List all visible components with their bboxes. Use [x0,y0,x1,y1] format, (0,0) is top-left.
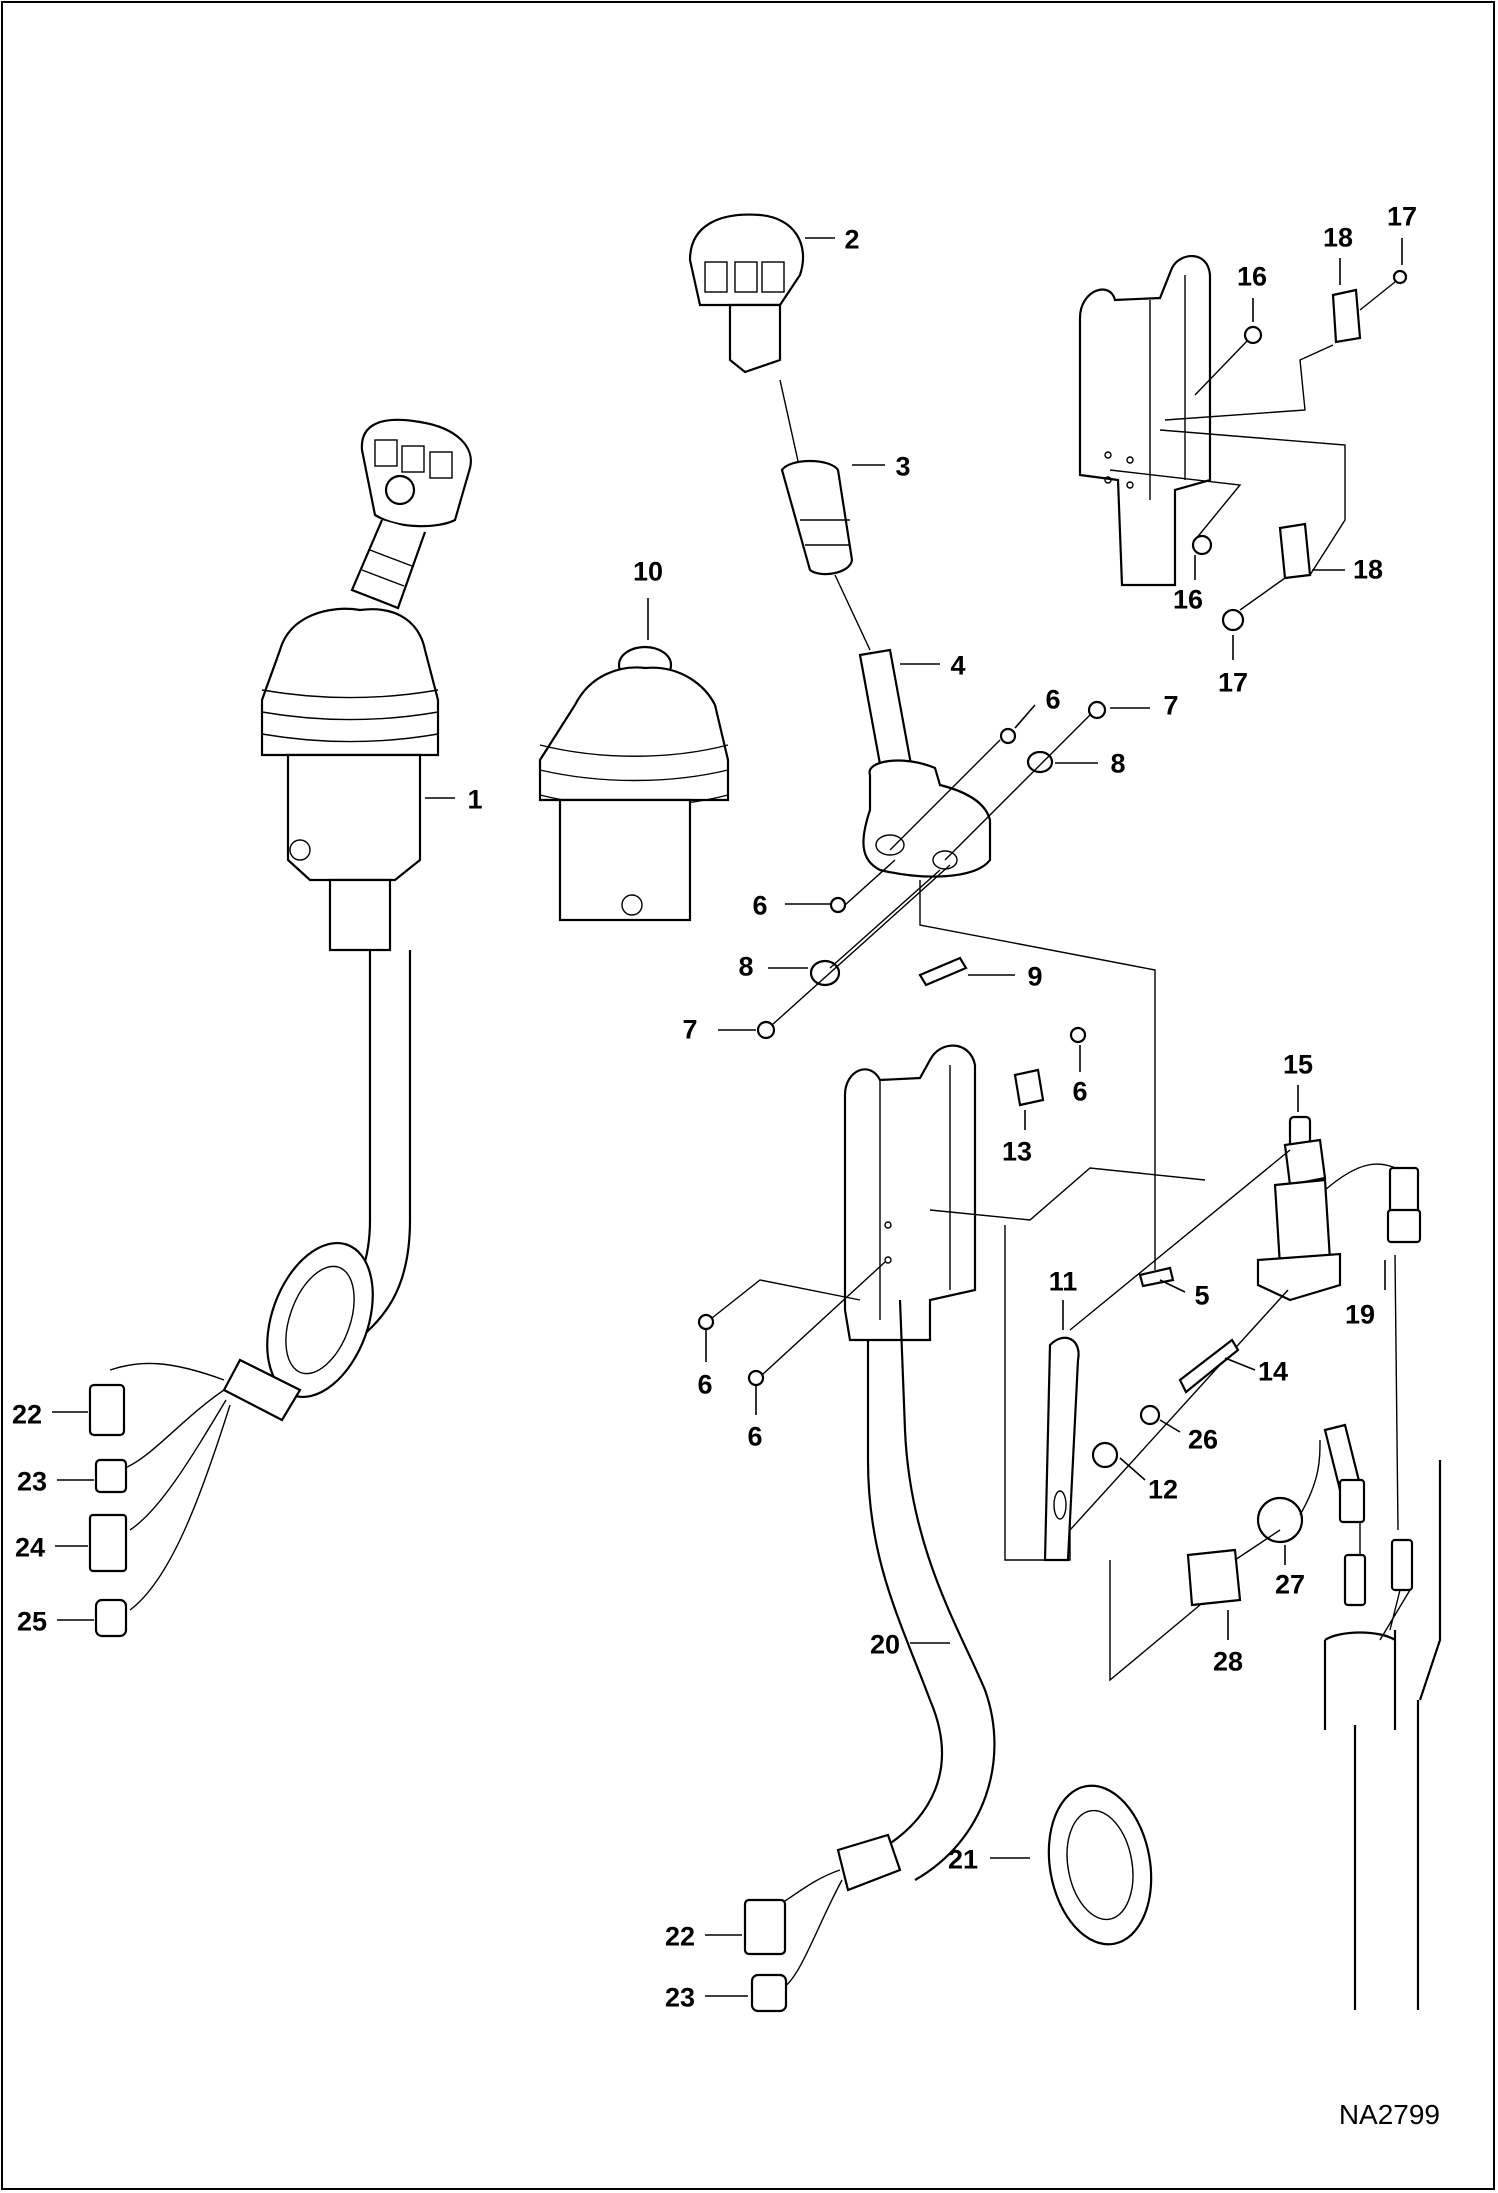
callout-number-3: 3 [895,451,911,482]
callout-number-13: 13 [1001,1136,1033,1167]
callout-number-7: 7 [1163,690,1179,721]
callout-number-15: 15 [1282,1049,1314,1080]
callout-number-10: 10 [632,556,664,587]
callout-number-5: 5 [1194,1280,1210,1311]
callout-number-17: 17 [1386,201,1418,232]
callout-number-16: 16 [1172,584,1204,615]
callout-number-14: 14 [1257,1356,1289,1387]
callout-number-6: 6 [1045,684,1061,715]
washer-8 [1026,750,1054,774]
callout-number-6: 6 [747,1421,763,1452]
callout-number-8: 8 [738,951,754,982]
callout-leader-line [1119,1457,1146,1481]
callout-number-1: 1 [467,784,483,815]
pin-14 [1178,1338,1240,1394]
callout-number-22: 22 [11,1399,43,1430]
bolt-6 [999,727,1017,745]
boot-10 [538,645,730,922]
callout-leader-line [1224,1357,1256,1371]
callout-number-17: 17 [1217,667,1249,698]
pin-9 [918,956,968,987]
callout-number-4: 4 [950,650,966,681]
callout-number-8: 8 [1110,748,1126,779]
callout-number-23: 23 [16,1466,48,1497]
nut-16 [1191,534,1213,556]
washer-12 [1091,1441,1119,1469]
callout-number-11: 11 [1048,1266,1078,1297]
callout-number-26: 26 [1187,1424,1219,1455]
screw-7 [756,1020,776,1040]
callout-number-24: 24 [14,1532,46,1563]
spring-26 [1139,1404,1161,1426]
callout-number-6: 6 [697,1369,713,1400]
callout-number-25: 25 [16,1606,48,1637]
bolt-6 [1069,1026,1087,1044]
callout-number-19: 19 [1344,1299,1376,1330]
callout-number-6: 6 [1072,1076,1088,1107]
upper-bracket [1078,255,1212,587]
callout-leader-line [1159,1279,1186,1293]
grommet-21 [1047,1784,1153,1946]
joystick-assembly-1 [88,418,472,1638]
switch-15 [1256,1115,1422,1302]
bolt-6 [697,1313,715,1331]
callout-number-16: 16 [1236,261,1268,292]
washer-17 [1392,269,1408,285]
bolt-6 [747,1369,765,1387]
mount-bracket-20 [743,1044,996,2013]
callout-leader-line [1014,704,1036,729]
callout-number-21: 21 [947,1844,979,1875]
sensor-27 [1256,1496,1304,1544]
callout-number-23: 23 [664,1982,696,2013]
callout-number-22: 22 [664,1921,696,1952]
clip-18 [1331,288,1362,344]
callout-number-9: 9 [1027,961,1043,992]
right-harness [1323,1423,1442,2010]
callout-number-7: 7 [682,1014,698,1045]
spacer-13 [1013,1068,1045,1107]
callout-number-20: 20 [869,1629,901,1660]
screw-7 [1087,700,1107,720]
sleeve-3 [780,460,854,576]
handle-2 [688,213,805,374]
callout-number-18: 18 [1322,222,1354,253]
callout-leader-line [1159,1419,1181,1433]
callout-number-28: 28 [1212,1646,1244,1677]
nut-16 [1243,325,1263,345]
drawing-number: NA2799 [1338,2099,1440,2130]
callout-number-18: 18 [1352,554,1384,585]
callout-number-12: 12 [1147,1474,1179,1505]
callout-number-2: 2 [844,224,860,255]
callout-number-6: 6 [752,890,768,921]
bracket-28 [1186,1548,1242,1607]
washer-17 [1221,608,1245,632]
callout-number-27: 27 [1274,1569,1306,1600]
